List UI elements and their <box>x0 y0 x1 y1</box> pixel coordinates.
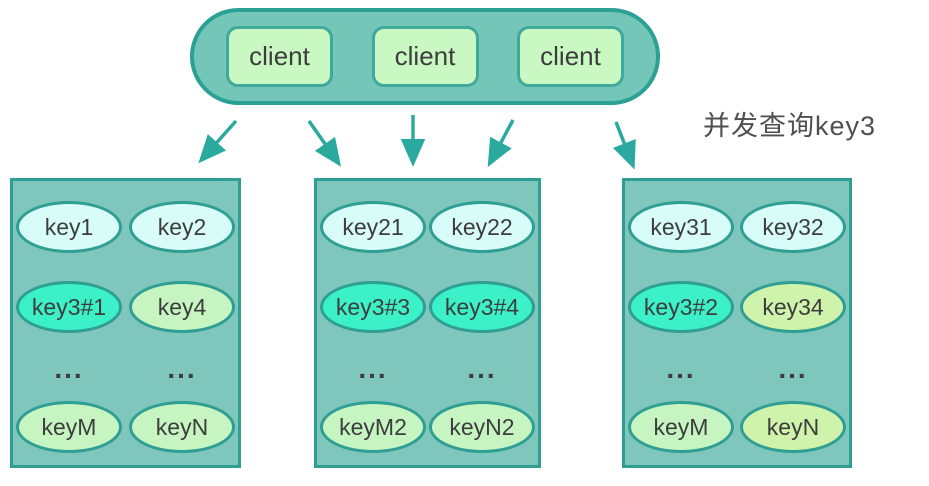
ellipsis-row: ... ... <box>625 353 849 384</box>
arrow-down-right-icon-2 <box>307 119 342 167</box>
key-ellipse-highlight: key3#4 <box>429 281 535 333</box>
ellipsis: ... <box>167 353 197 384</box>
client-node-1: client <box>226 26 333 87</box>
key-ellipse: key22 <box>429 201 535 253</box>
key-ellipse-highlight: key3#3 <box>320 281 426 333</box>
shard-box-2: key21 key22 key3#3 key3#4 ... ... keyM2 … <box>314 178 541 468</box>
key-ellipse: keyM <box>628 401 734 453</box>
key-ellipse: key1 <box>16 201 122 253</box>
key-row: key3#3 key3#4 <box>317 281 538 333</box>
ellipsis-row: ... ... <box>13 353 238 384</box>
key-ellipse: keyN <box>129 401 235 453</box>
annotation-label: 并发查询key3 <box>703 111 877 141</box>
client-cluster-pill: client client client <box>190 8 660 105</box>
key-row: key31 key32 <box>625 201 849 253</box>
key-ellipse: key4 <box>129 281 235 333</box>
key-ellipse: key21 <box>320 201 426 253</box>
client-node-2: client <box>371 26 479 87</box>
client-node-3: client <box>517 26 624 87</box>
key-row: key3#2 key34 <box>625 281 849 333</box>
key-row: key21 key22 <box>317 201 538 253</box>
key-row: key1 key2 <box>13 201 238 253</box>
key-ellipse: keyM2 <box>320 401 426 453</box>
ellipsis: ... <box>358 353 388 384</box>
ellipsis: ... <box>54 353 84 384</box>
key-row: keyM keyN <box>625 401 849 453</box>
key-ellipse: keyN <box>740 401 846 453</box>
key-ellipse-highlight: key3#1 <box>16 281 122 333</box>
arrow-down-left-icon-1 <box>198 119 238 164</box>
key-ellipse: key32 <box>740 201 846 253</box>
key-ellipse: keyM <box>16 401 122 453</box>
key-row: keyM keyN <box>13 401 238 453</box>
key-row: keyM2 keyN2 <box>317 401 538 453</box>
arrow-down-right-icon-5 <box>612 121 636 170</box>
key-ellipse: key31 <box>628 201 734 253</box>
key-ellipse: key2 <box>129 201 235 253</box>
ellipsis-row: ... ... <box>317 353 538 384</box>
ellipsis: ... <box>467 353 497 384</box>
key-ellipse: keyN2 <box>429 401 535 453</box>
shard-box-3: key31 key32 key3#2 key34 ... ... keyM ke… <box>622 178 852 468</box>
key-ellipse: key34 <box>740 281 846 333</box>
key-ellipse-highlight: key3#2 <box>628 281 734 333</box>
shard-box-1: key1 key2 key3#1 key4 ... ... keyM keyN <box>10 178 241 468</box>
key-row: key3#1 key4 <box>13 281 238 333</box>
ellipsis: ... <box>778 353 808 384</box>
ellipsis: ... <box>666 353 696 384</box>
arrow-down-left-icon-4 <box>487 119 515 168</box>
